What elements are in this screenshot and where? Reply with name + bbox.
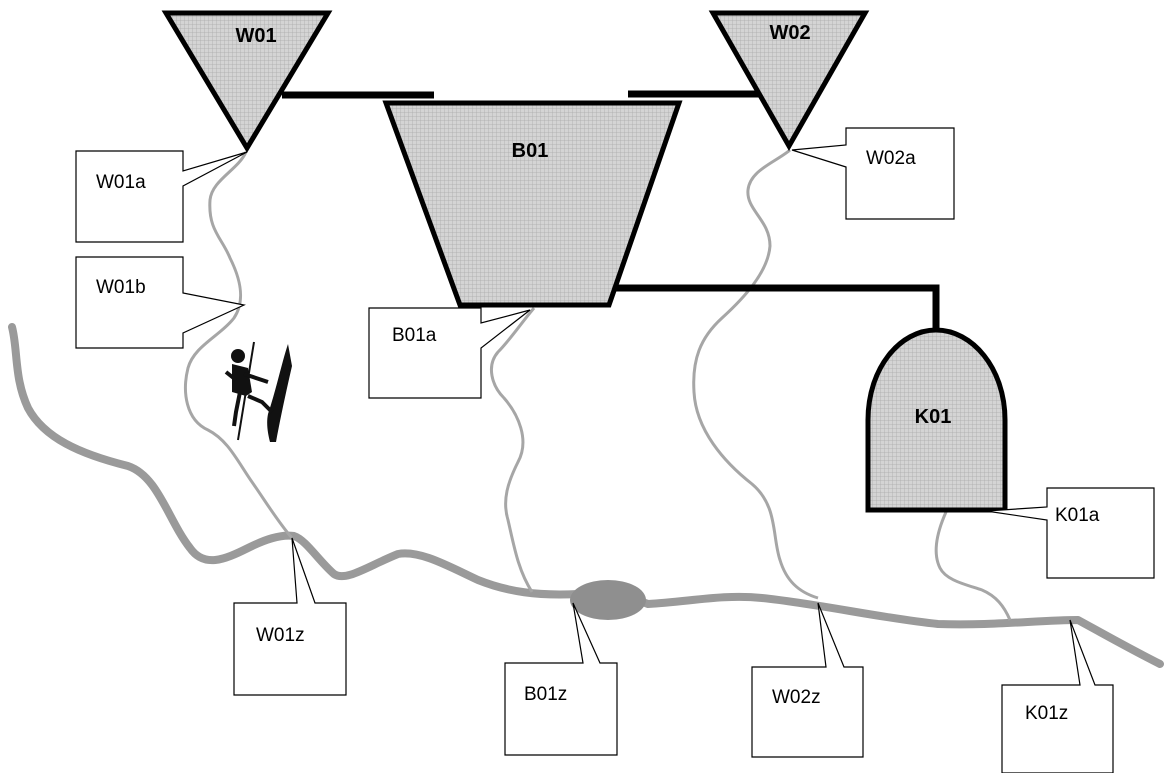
tributary-w02	[692, 148, 819, 600]
tributary-w01	[184, 151, 294, 539]
main-river	[8, 323, 1164, 668]
callout-b01z: B01z	[504, 602, 618, 756]
node-w02-label: W02	[769, 22, 810, 44]
node-w01-label: W01	[235, 25, 276, 47]
node-w02[interactable]: W02	[708, 10, 870, 152]
river-pool	[570, 580, 646, 620]
node-b01-shape	[382, 100, 683, 308]
callout-k01z: K01z	[1001, 619, 1114, 773]
node-w01-shape	[161, 10, 333, 153]
callout-b01a-label: B01a	[392, 325, 437, 346]
callout-k01a: K01a	[985, 487, 1155, 579]
node-w01[interactable]: W01	[161, 10, 333, 153]
callout-b01z-label: B01z	[524, 684, 567, 705]
callout-w01b-label: W01b	[96, 277, 146, 298]
callout-w01z: W01z	[233, 537, 347, 696]
tributary-b01	[489, 307, 536, 593]
callout-w01b: W01b	[75, 256, 246, 349]
connector-b01-k01	[614, 284, 940, 332]
node-k01[interactable]: K01	[865, 327, 1008, 513]
node-k01-label: K01	[915, 406, 952, 428]
callout-k01a-label: K01a	[1055, 505, 1100, 526]
node-k01-shape	[865, 327, 1008, 513]
tributary-k01	[934, 511, 1012, 621]
climber-icon	[224, 341, 292, 442]
node-b01[interactable]: B01	[382, 100, 683, 308]
callout-w01z-label: W01z	[256, 625, 305, 646]
node-w02-shape	[708, 10, 870, 152]
node-b01-label: B01	[512, 140, 549, 162]
callout-w02a-label: W02a	[866, 148, 916, 169]
callout-w02z: W02z	[751, 602, 864, 758]
callout-w02z-label: W02z	[772, 687, 821, 708]
callout-w01a-label: W01a	[96, 172, 146, 193]
callout-w02a: W02a	[791, 127, 955, 220]
callout-w01a: W01a	[75, 150, 248, 243]
callout-k01z-label: K01z	[1025, 703, 1068, 724]
callout-b01a: B01a	[368, 307, 531, 399]
